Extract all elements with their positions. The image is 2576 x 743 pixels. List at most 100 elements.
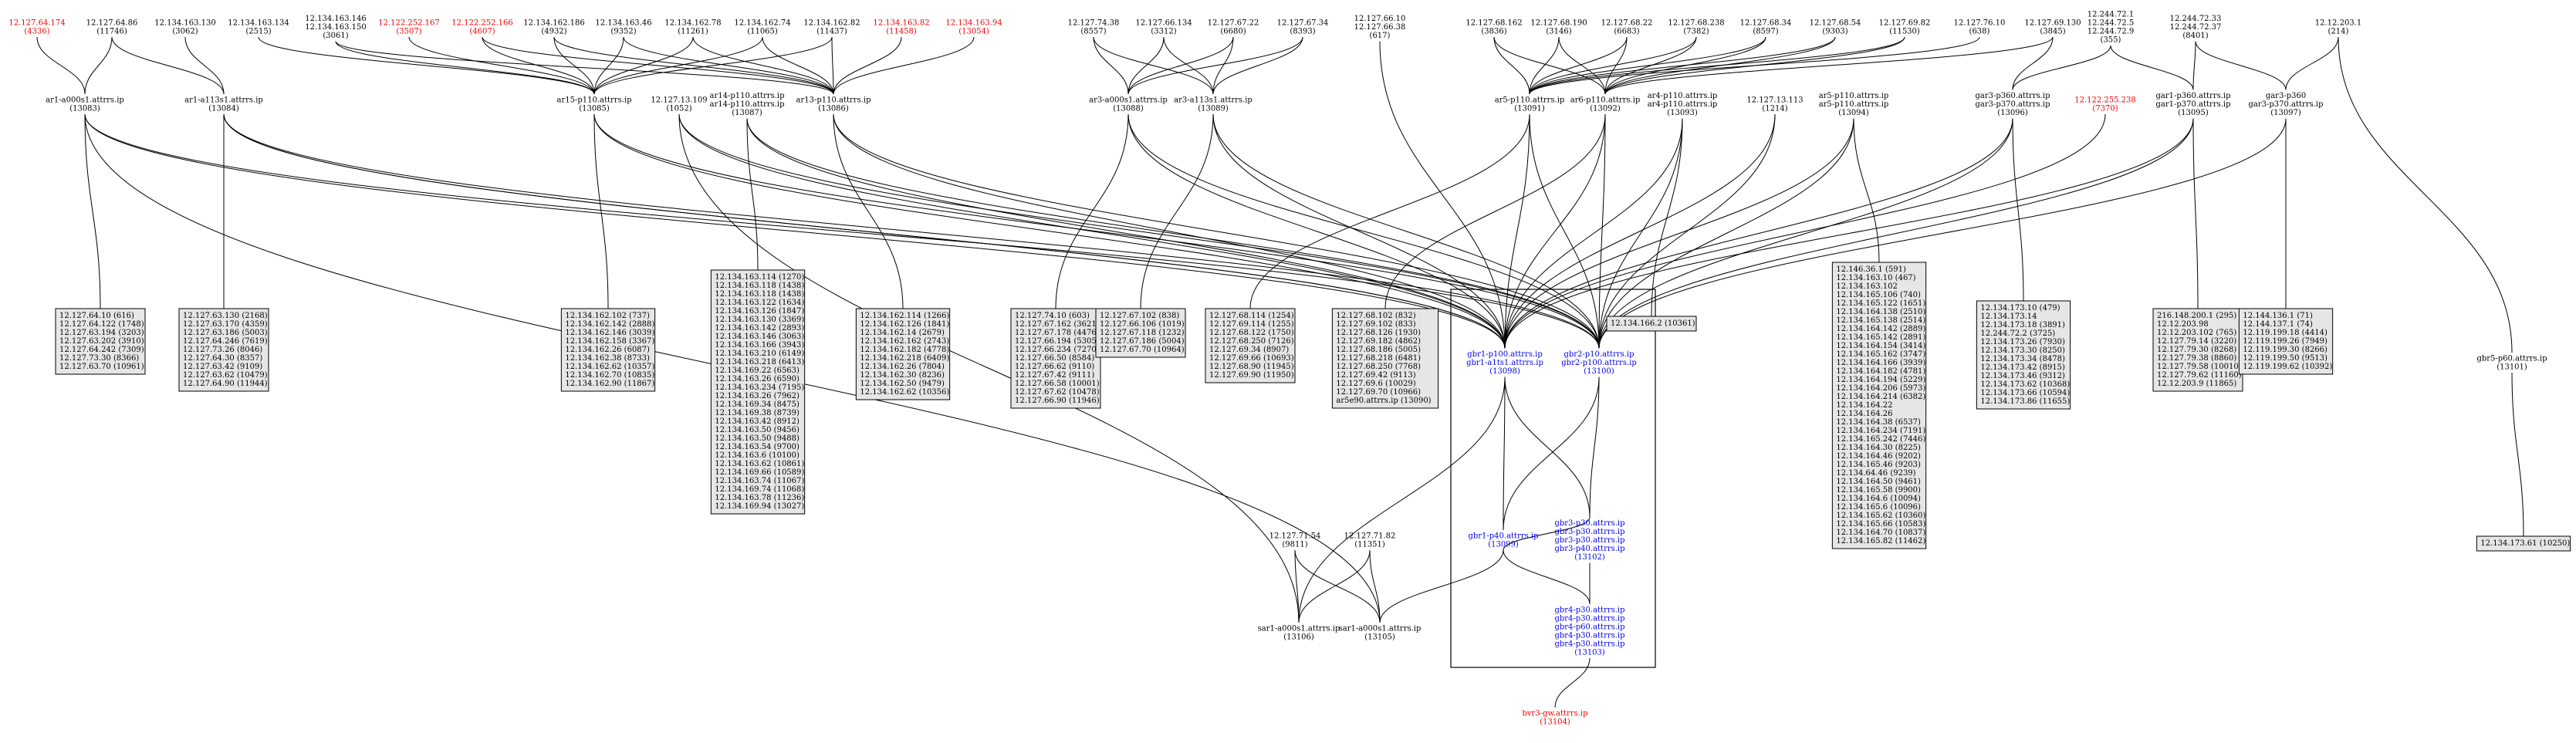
node-label: 12.127.64.174 [8, 19, 65, 28]
address-entry: 12.134.165.122 (1651) [1836, 299, 1925, 308]
address-entry: 12.134.164.206 (5973) [1836, 384, 1925, 393]
node-label: ar1-a000s1.attrrs.ip [46, 96, 124, 105]
edge-t30-r17 [2195, 41, 2287, 90]
edge-t17-r7 [1127, 36, 1234, 95]
node-label: (13087) [732, 109, 762, 117]
address-entry: 12.127.79.38 (8860) [2157, 354, 2236, 363]
edge-r1-B1 [84, 113, 101, 309]
node-label: 12.134.163.146 [305, 15, 367, 23]
node-label: 12.127.74.38 [1068, 19, 1120, 28]
node-label: gbr2-p100.attrrs.ip [1561, 359, 1636, 367]
node-label: 12.127.66.10 [1354, 15, 1406, 23]
node-label: (6680) [1220, 28, 1246, 36]
address-entry: 12.134.163.50 (9456) [715, 426, 800, 434]
node-label: gbr3-p30.attrrs.ip [1554, 519, 1624, 528]
edge-r16-c1 [1504, 118, 2194, 349]
edge-r4-s1 [678, 113, 1300, 623]
node-label: ar4-p110.attrrs.ip [1648, 100, 1718, 109]
address-box-B2: 12.127.63.130 (2168)12.127.63.170 (4359)… [178, 308, 269, 392]
node-label: (13095) [2178, 109, 2209, 117]
edge-r4-c1 [678, 113, 1506, 349]
node-label: (13099) [1488, 541, 1519, 549]
edge-t4-r3 [258, 36, 595, 95]
node-label: (3836) [1481, 28, 1506, 36]
address-entry: 12.134.165.242 (7446) [1836, 435, 1925, 444]
address-entry: 12.134.164.234 (7191) [1836, 427, 1925, 435]
edge-t11-r6 [762, 36, 834, 95]
address-entry: 12.134.162.62 (10356) [860, 388, 949, 397]
node-t13: 12.134.163.82(11458) [873, 19, 929, 36]
edge-t31-r17 [2285, 36, 2339, 90]
edge-r13-B11 [1853, 118, 1880, 263]
address-entry: 12.134.164.30 (8225) [1836, 444, 1921, 452]
address-box-B9: 12.127.68.102 (832)12.127.69.102 (833)12… [1331, 308, 1439, 409]
edge-r11-c1 [1504, 118, 1683, 349]
edge-t5-r3 [335, 41, 595, 95]
address-entry: 12.119.199.62 (10392) [2243, 363, 2332, 371]
edge-r16-c2 [1598, 118, 2194, 349]
node-label: 12.127.66.38 [1354, 23, 1406, 32]
node-label: gbr3-p40.attrrs.ip [1554, 545, 1624, 553]
address-entry: 12.134.169.74 (11068) [715, 485, 804, 494]
address-entry: 12.134.164.70 (10837) [1836, 529, 1925, 537]
address-entry: 12.134.163.10 (467) [1836, 274, 1915, 282]
address-box-frame [1606, 316, 1697, 332]
edge-t14-r6 [833, 36, 975, 95]
edge-t1-r1 [36, 36, 86, 95]
node-t27: 12.127.76.10(638) [1954, 19, 2006, 36]
node-label: gbr2-p10.attrrs.ip [1564, 350, 1634, 359]
node-r11: ar4-p110.attrrs.ipar4-p110.attrrs.ip(130… [1648, 92, 1718, 117]
node-label: (9352) [610, 28, 636, 36]
address-box-frame [178, 308, 269, 392]
address-entry: 12.134.163.26 (7962) [715, 392, 800, 400]
node-label: 12.122.252.167 [378, 19, 440, 28]
node-label: (13089) [1198, 105, 1229, 113]
address-entry: 12.134.164.154 (3414) [1836, 342, 1925, 350]
node-label: gbr5-p60.attrrs.ip [2476, 355, 2547, 363]
address-entry: 12.127.67.178 (4476) [1015, 329, 1100, 337]
address-entry: 12.127.63.194 (3203) [59, 329, 144, 337]
edge-t21-r10 [1558, 36, 1606, 95]
edge-t20-r9 [1493, 36, 1530, 95]
edge-t21-r9 [1529, 36, 1560, 95]
node-label: (13106) [1283, 633, 1314, 642]
address-box-B14: 12.144.136.1 (71)12.144.137.1 (74)12.119… [2238, 308, 2334, 375]
address-entry: 12.134.164.142 (2889) [1836, 325, 1925, 333]
address-entry: 12.134.162.26 (7804) [860, 363, 945, 371]
node-label: (3062) [172, 28, 198, 36]
node-label: (11261) [678, 28, 708, 36]
address-entry: 12.134.162.142 (2888) [565, 320, 654, 329]
edge-t30-r16 [2192, 41, 2196, 90]
edge-g1-B15 [2511, 372, 2524, 537]
node-r7: ar3-a000s1.attrrs.ip(13088) [1089, 96, 1168, 113]
node-r15: 12.122.255.238(7370) [2074, 96, 2136, 113]
address-entry: 12.146.36.1 (591) [1836, 265, 1906, 274]
edge-t10-r6 [692, 36, 834, 95]
address-entry: 12.127.63.62 (10479) [183, 371, 268, 380]
address-entry: 12.134.164.22 [1836, 401, 1892, 410]
node-t16: 12.127.66.134(3312) [1135, 19, 1192, 36]
address-entry: 12.134.163.142 (2893) [715, 324, 804, 333]
node-label: (9303) [1822, 28, 1847, 36]
address-entry: 12.134.164.38 (6537) [1836, 418, 1921, 427]
node-t2: 12.127.64.86(11746) [86, 19, 138, 36]
node-t20: 12.127.68.162(3836) [1465, 19, 1522, 36]
node-label: gar3-p360.attrrs.ip [1975, 92, 2050, 100]
address-entry: 12.134.173.42 (8915) [1980, 363, 2065, 372]
address-entry: 12.134.162.62 (10357) [565, 363, 654, 371]
node-label: (3061) [323, 32, 348, 40]
node-label: gbr1-a1ts1.attrrs.ip [1466, 359, 1543, 367]
node-label: 12.134.162.82 [803, 19, 860, 28]
address-entry: 12.134.173.14 [1980, 312, 2037, 321]
address-entry: 12.12.203.9 (11865) [2157, 380, 2236, 388]
node-t8: 12.134.162.186(4932) [523, 19, 585, 36]
node-label: (11437) [816, 28, 847, 36]
node-label: ar3-a113s1.attrrs.ip [1174, 96, 1253, 105]
edge-r5-B4 [746, 118, 759, 271]
edge-t31-g1 [2338, 36, 2513, 353]
node-label: ar5-p110.attrrs.ip [1819, 92, 1889, 100]
node-label: 12.134.163.46 [595, 19, 651, 28]
node-c1: gbr1-p100.attrrs.ipgbr1-a1ts1.attrrs.ip(… [1466, 350, 1543, 376]
edge-r13-c2 [1598, 118, 1854, 349]
